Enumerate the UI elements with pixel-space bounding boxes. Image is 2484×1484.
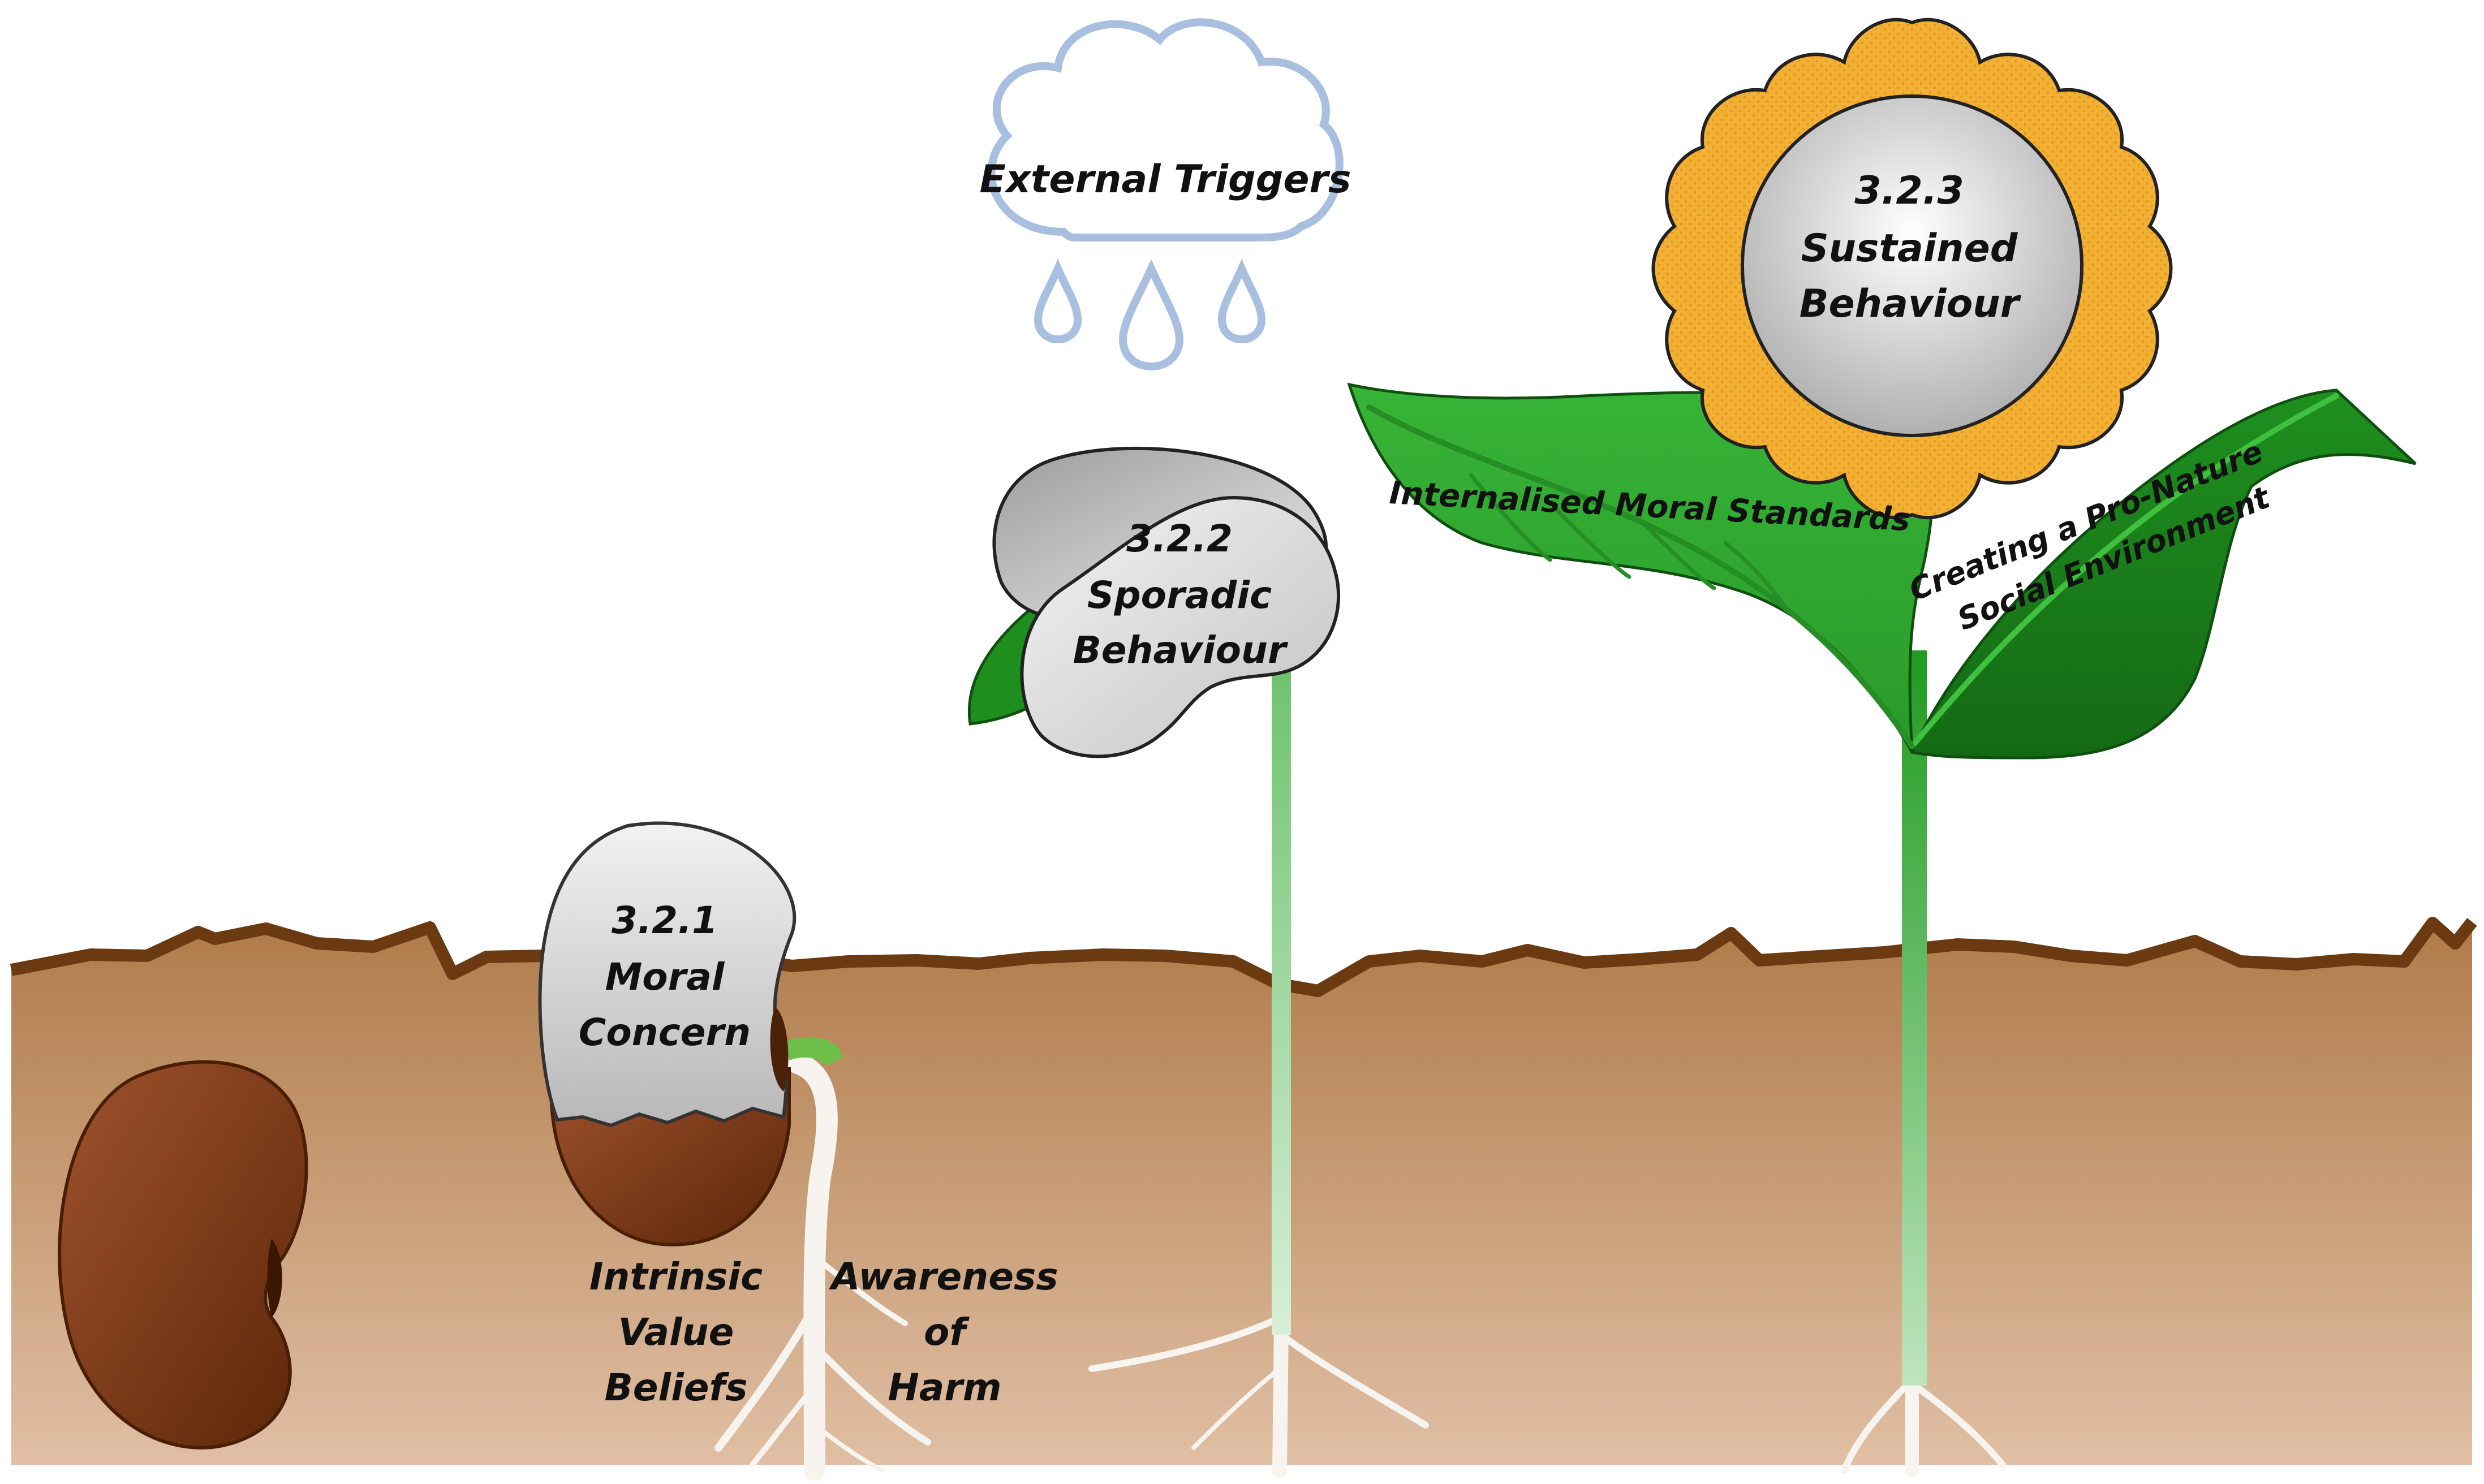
raindrop-icon (1217, 258, 1266, 344)
plant-stem (1902, 650, 1927, 1386)
flower (1651, 18, 2173, 520)
raindrop-icon (1034, 258, 1082, 344)
seedling-stem (1272, 667, 1291, 1335)
stage-label-line2: Concern (579, 1011, 751, 1054)
stage-number: 3.2.1 (612, 899, 718, 942)
seed-shell (538, 821, 797, 1128)
soil (10, 917, 2477, 1465)
leaf-right (1910, 389, 2417, 760)
stage-label-line2: Behaviour (1799, 282, 2022, 326)
soil-body (11, 922, 2472, 1465)
root-label-line3: Harm (888, 1366, 1001, 1409)
cloud-outline (987, 18, 1344, 241)
stage-label-line2: Behaviour (1073, 628, 1288, 672)
stage-sporadic-behaviour: 3.2.2 Sporadic Behaviour (1073, 517, 1288, 672)
bean-hilum (267, 1239, 282, 1318)
root-label-intrinsic: Intrinsic Value Beliefs (589, 1255, 763, 1409)
stage-label-line1: Moral (605, 955, 725, 999)
sprout-tip (786, 1037, 843, 1066)
leaf-left-side-veins (1469, 473, 1790, 613)
root-label-line1: Awareness (828, 1255, 1058, 1298)
mature-plant (1347, 18, 2417, 1477)
seed-hilum (770, 1007, 789, 1092)
root-label-line3: Beliefs (604, 1366, 747, 1409)
stage-label-line1: Sustained (1801, 226, 2018, 271)
root-label-line2: Value (618, 1310, 734, 1354)
dormant-seed (58, 1060, 308, 1450)
root-label-line1: Intrinsic (589, 1255, 763, 1298)
raindrop-icon (1118, 259, 1184, 371)
cloud (987, 18, 1344, 371)
stage-number: 3.2.2 (1126, 517, 1233, 560)
flower-center (1741, 94, 2083, 437)
cloud-label: External Triggers (980, 157, 1351, 202)
germinating-seed (538, 821, 931, 1481)
seedling (967, 446, 1429, 1478)
stage-label-line1: Sporadic (1087, 573, 1272, 617)
root-label-line2: of (924, 1310, 970, 1354)
root-label-awareness: Awareness of Harm (828, 1255, 1058, 1409)
germinating-roots (714, 1052, 931, 1481)
stage-number: 3.2.3 (1854, 169, 1964, 213)
soil-edge (10, 917, 2477, 997)
bean-body (58, 1060, 308, 1450)
leaf-right-vein (1909, 393, 2339, 749)
stage-moral-concern: 3.2.1 Moral Concern (579, 899, 751, 1054)
stage-sustained-behaviour: 3.2.3 Sustained Behaviour (1799, 169, 2022, 326)
cotyledon-front (1020, 495, 1341, 758)
